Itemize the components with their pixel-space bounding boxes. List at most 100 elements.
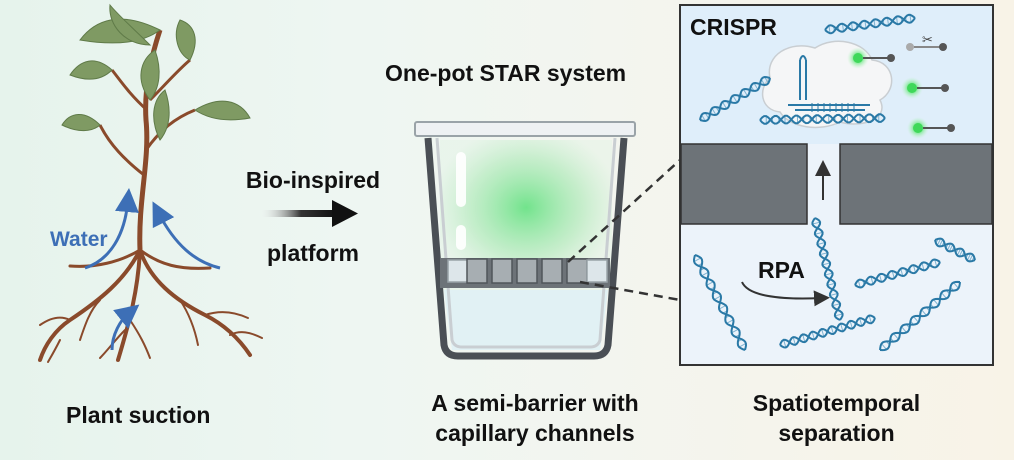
- rpa-label: RPA: [758, 257, 805, 283]
- crispr-label: CRISPR: [690, 14, 777, 40]
- dna-helix: [759, 113, 886, 125]
- scissors-icon: ✂: [922, 33, 933, 48]
- dna-rung: [706, 281, 714, 286]
- dna-helix: [879, 280, 961, 352]
- barrier-block-right: [839, 143, 993, 225]
- arrow-label-bottom: platform: [267, 240, 359, 266]
- dna-rung: [921, 309, 927, 316]
- dna-backbone: [879, 281, 961, 351]
- barrier-block-left: [680, 143, 808, 225]
- dna-rung: [732, 95, 738, 103]
- dna-rung: [881, 343, 887, 350]
- panel-caption-line1: Spatiotemporal: [752, 390, 921, 416]
- dna-helix: [824, 13, 916, 35]
- zoom-line-top: [567, 159, 681, 263]
- dna-rung: [711, 108, 717, 116]
- panel-caption-line2: separation: [778, 420, 895, 446]
- dna-rung: [900, 268, 904, 277]
- dna-rung: [830, 326, 834, 335]
- dna-rung: [832, 303, 841, 307]
- dna-rung: [713, 295, 722, 300]
- dna-backbone: [779, 317, 876, 346]
- dna-rung: [956, 248, 962, 256]
- dna-rung: [857, 280, 861, 288]
- dna-rung: [870, 276, 874, 285]
- reporter-probes: ✂: [847, 33, 955, 139]
- dna-rung: [938, 239, 944, 247]
- dna-rung: [941, 292, 947, 299]
- dna-rung: [819, 252, 828, 256]
- dna-rung: [913, 316, 919, 323]
- dna-rung: [913, 265, 916, 273]
- dna-helix: [692, 254, 748, 351]
- dna-rung: [953, 282, 959, 289]
- dna-helix: [934, 237, 976, 263]
- plant-suction-caption: Plant suction: [66, 402, 211, 428]
- dna-rung: [966, 253, 972, 261]
- dna-rung: [726, 319, 734, 324]
- dna-rung: [802, 334, 806, 343]
- water-label: Water: [50, 228, 108, 251]
- cup-caption-line1: A semi-barrier with: [431, 390, 639, 416]
- dna-rung: [718, 305, 727, 310]
- dna-backbone: [699, 77, 771, 123]
- dna-rung: [829, 293, 838, 296]
- dna-backbone: [824, 15, 916, 33]
- zoom-line-bottom: [579, 280, 681, 302]
- dna-rung: [933, 299, 939, 306]
- dna-rung: [851, 22, 853, 31]
- dna-rung: [817, 242, 826, 245]
- dna-rung: [879, 274, 882, 282]
- dna-rung: [834, 313, 843, 317]
- arrow-label-top: Bio-inspired: [245, 167, 381, 193]
- dna-rung: [893, 333, 899, 340]
- dna-rung: [859, 318, 863, 327]
- dna-helix: [854, 258, 941, 289]
- dna-strands: [692, 13, 976, 352]
- cup-caption-line2: capillary channels: [435, 420, 635, 446]
- dna-rung: [827, 282, 836, 286]
- dna-rung: [958, 249, 964, 257]
- dna-rung: [934, 259, 938, 267]
- dna-rung: [946, 243, 952, 251]
- dna-rung: [849, 320, 853, 329]
- cup-title: One-pot STAR system: [385, 60, 627, 86]
- dna-rung: [731, 328, 739, 334]
- dna-rung: [909, 14, 912, 23]
- dna-rung: [811, 331, 815, 340]
- dna-rung: [792, 336, 796, 345]
- dna-helix: [699, 75, 771, 123]
- dna-rung: [821, 328, 825, 337]
- dna-rung: [701, 271, 709, 277]
- dna-rung: [822, 262, 831, 266]
- dna-helix: [811, 217, 844, 321]
- dna-rung: [693, 257, 702, 262]
- dna-backbone: [854, 261, 941, 286]
- dna-rung: [812, 221, 821, 225]
- water-flow-arrows: [84, 188, 221, 351]
- dna-rung: [783, 339, 787, 348]
- semi-barrier: [440, 258, 610, 288]
- plant-roots: [38, 248, 263, 363]
- dna-rung: [828, 25, 831, 34]
- bio-inspired-arrow: [258, 200, 358, 227]
- dna-rung: [842, 23, 844, 32]
- dna-rung: [824, 272, 833, 276]
- dna-backbone: [813, 217, 842, 321]
- spatiotemporal-panel: ✂: [679, 4, 994, 366]
- dna-rung: [868, 315, 872, 324]
- dna-backbone: [934, 237, 976, 263]
- dna-rung: [896, 16, 898, 25]
- rpa-arrow: [741, 281, 830, 307]
- dna-rung: [891, 270, 895, 279]
- dna-helix: [779, 314, 876, 349]
- dna-rung: [901, 326, 907, 333]
- dna-rung: [840, 323, 844, 332]
- dna-backbone: [694, 254, 746, 351]
- leaf-group: [61, 3, 251, 141]
- dna-rung: [887, 17, 889, 26]
- dna-rung: [743, 89, 748, 97]
- dna-rung: [814, 231, 823, 235]
- dna-backbone: [699, 75, 771, 121]
